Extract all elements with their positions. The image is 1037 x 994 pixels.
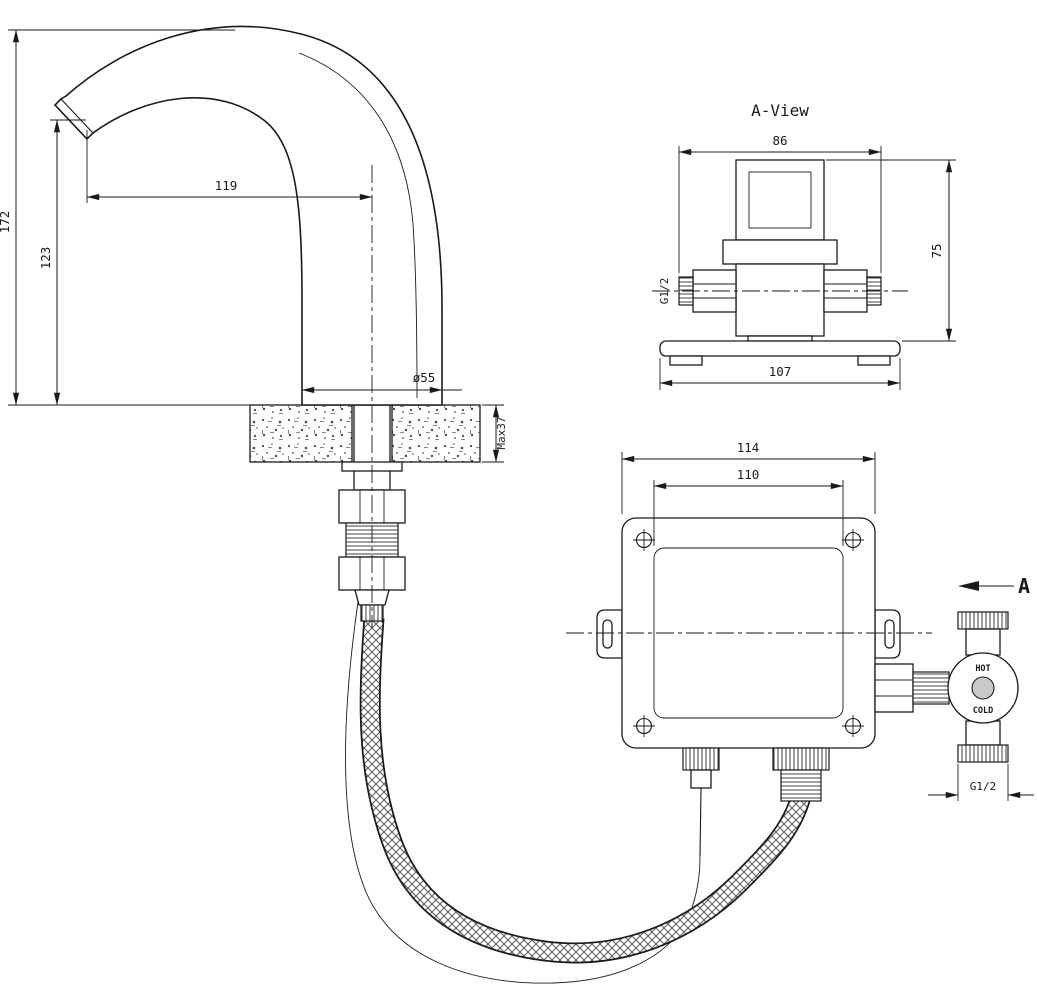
dim-base-diameter: ø55 xyxy=(301,370,462,394)
cold-label: COLD xyxy=(973,706,993,716)
dim-total-height-label: 172 xyxy=(0,211,12,234)
base-plate xyxy=(659,340,901,357)
spout-highlight-line xyxy=(298,52,418,399)
section-arrow: A xyxy=(958,574,1030,598)
hose-connector xyxy=(772,747,830,802)
corner-screws xyxy=(633,529,864,737)
valve-pipe-bottom-nut xyxy=(957,744,1009,763)
sensor-plug xyxy=(682,747,720,857)
mixing-valve: HOT COLD G1/2 xyxy=(928,611,1034,801)
inlet-thread-label: G1/2 xyxy=(658,278,671,305)
valve-top-slab xyxy=(722,239,838,265)
dim-body-height: 75 xyxy=(826,159,956,342)
spout-tip-joint xyxy=(60,98,94,134)
dim-body-height-label: 75 xyxy=(929,243,944,258)
countertop-right-slab xyxy=(391,404,481,463)
control-box: 114 110 A xyxy=(566,440,1030,857)
outlet-fitting xyxy=(874,663,950,713)
base-neck xyxy=(747,335,813,342)
hot-label: HOT xyxy=(975,664,990,674)
mounting-slot-right xyxy=(884,619,895,649)
dim-counter-thickness-label: Max37 xyxy=(495,416,508,449)
base-foot-right xyxy=(857,355,891,366)
dim-spout-height-label: 123 xyxy=(38,247,53,270)
dim-spout-reach: 119 xyxy=(86,130,373,203)
valve-pipe-top-nut xyxy=(957,611,1009,630)
corner-screw xyxy=(842,715,864,737)
mounting-ear-left xyxy=(596,609,623,659)
dim-spout-height: 123 xyxy=(38,119,86,406)
dim-base-width-label: 107 xyxy=(769,364,792,379)
section-arrow-label: A xyxy=(1018,574,1030,598)
dim-body-width: 86 xyxy=(678,133,882,273)
valve-hub xyxy=(971,676,995,700)
dim-outer-width-label: 114 xyxy=(737,440,760,455)
valve-pipe-bottom xyxy=(965,720,1001,746)
dim-body-width-label: 86 xyxy=(772,133,787,148)
dim-base-diameter-label: ø55 xyxy=(413,370,436,385)
dim-outer-width: 114 xyxy=(621,440,876,514)
dim-base-width: 107 xyxy=(659,358,901,390)
dim-counter-thickness: Max37 xyxy=(482,404,508,463)
corner-screw xyxy=(633,715,655,737)
corner-screw xyxy=(633,529,655,551)
mounting-slot-left xyxy=(602,619,613,649)
valve-body xyxy=(735,263,825,337)
braided-hose xyxy=(359,617,812,964)
a-view-title: A-View xyxy=(751,101,809,120)
valve-pipe-top xyxy=(965,628,1001,656)
faucet-side-view: 172 123 119 ø55 Max37 xyxy=(0,25,812,984)
dim-total-height: 172 xyxy=(0,29,250,406)
dim-spout-reach-label: 119 xyxy=(215,178,238,193)
corner-screw xyxy=(842,529,864,551)
dim-outlet-thread: G1/2 xyxy=(928,764,1034,801)
sensor-window xyxy=(748,171,812,229)
countertop-left-slab xyxy=(249,404,353,463)
base-foot-left xyxy=(669,355,703,366)
mounting-ear-right xyxy=(874,609,901,659)
a-view: A-View G1/2 86 xyxy=(652,101,956,390)
outlet-thread-label: G1/2 xyxy=(970,780,997,793)
spout-outline xyxy=(53,25,443,406)
dim-mount-width: 110 xyxy=(653,467,844,546)
dim-mount-width-label: 110 xyxy=(737,467,760,482)
